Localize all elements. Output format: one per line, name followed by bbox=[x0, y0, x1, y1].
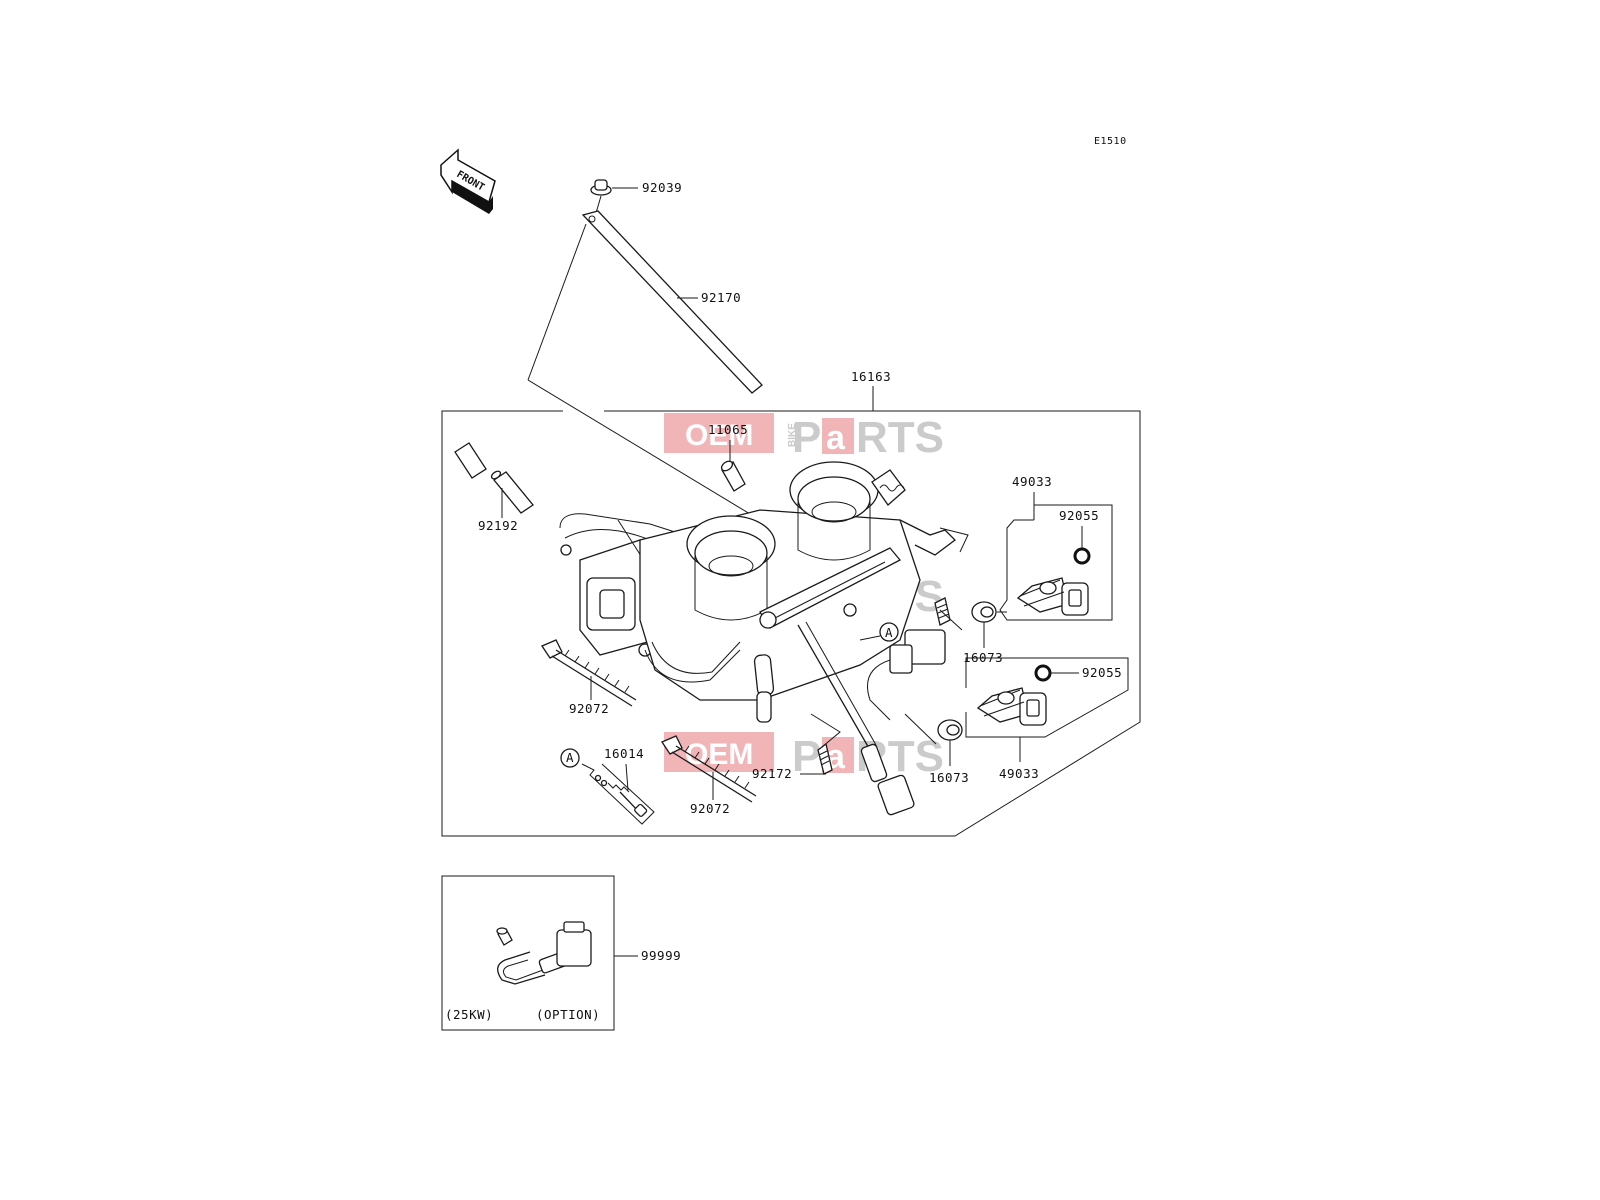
screw-kit-16014 bbox=[594, 774, 648, 817]
part-number-49033-bottom: 49033 bbox=[999, 766, 1039, 781]
injector-49033-bottom bbox=[976, 687, 1047, 726]
part-number-99999: 99999 bbox=[641, 948, 681, 963]
o-ring-92055-bottom bbox=[1034, 664, 1052, 682]
svg-text:OEM: OEM bbox=[685, 738, 753, 771]
option-note-right: (OPTION) bbox=[536, 1007, 600, 1022]
part-number-49033-top: 49033 bbox=[1012, 474, 1052, 489]
svg-text:RTS: RTS bbox=[856, 413, 944, 462]
clip-92039 bbox=[590, 179, 612, 214]
screw-92172 bbox=[817, 742, 833, 775]
svg-text:OEM: OEM bbox=[685, 419, 753, 452]
o-ring-92055-top bbox=[1073, 547, 1091, 565]
part-number-92055-bottom: 92055 bbox=[1082, 665, 1122, 680]
option-box: (25KW) (OPTION) bbox=[441, 875, 615, 1031]
part-number-92170: 92170 bbox=[701, 290, 741, 305]
diagram-code: E1510 bbox=[1094, 136, 1127, 147]
cable-tie-92072-bottom bbox=[661, 735, 757, 803]
assembly-box bbox=[441, 410, 1141, 837]
svg-text:A: A bbox=[566, 750, 574, 765]
front-arrow-icon: FRONT bbox=[440, 148, 496, 214]
reference-mark-a-kit: A bbox=[560, 748, 580, 768]
svg-text:P: P bbox=[792, 413, 821, 462]
throttle-body-assembly bbox=[559, 461, 969, 816]
svg-text:P: P bbox=[792, 732, 821, 781]
part-number-92192: 92192 bbox=[478, 518, 518, 533]
washer-16073-bottom bbox=[937, 719, 963, 741]
cable-tie-92072-left bbox=[541, 639, 637, 707]
part-number-92172: 92172 bbox=[752, 766, 792, 781]
part-number-92072-bottom: 92072 bbox=[690, 801, 730, 816]
strap-92170 bbox=[581, 210, 763, 394]
svg-text:A: A bbox=[885, 625, 893, 640]
part-number-92039: 92039 bbox=[642, 180, 682, 195]
reference-mark-a-body: A bbox=[859, 622, 899, 642]
part-number-11065: 11065 bbox=[708, 422, 748, 437]
part-number-16163: 16163 bbox=[851, 369, 891, 384]
part-number-16073-bottom: 16073 bbox=[929, 770, 969, 785]
washer-16073-top bbox=[971, 601, 997, 623]
injector-49033-top bbox=[1016, 577, 1089, 616]
part-number-92055-top: 92055 bbox=[1059, 508, 1099, 523]
option-note-left: (25KW) bbox=[445, 1007, 493, 1022]
hose-92192 bbox=[454, 442, 534, 514]
svg-text:BIKE: BIKE bbox=[787, 423, 798, 447]
svg-text:a: a bbox=[826, 419, 846, 457]
part-number-16014: 16014 bbox=[604, 746, 644, 761]
option-harness-99999 bbox=[496, 921, 592, 985]
part-number-92072-left: 92072 bbox=[569, 701, 609, 716]
cap-11065 bbox=[720, 460, 746, 492]
